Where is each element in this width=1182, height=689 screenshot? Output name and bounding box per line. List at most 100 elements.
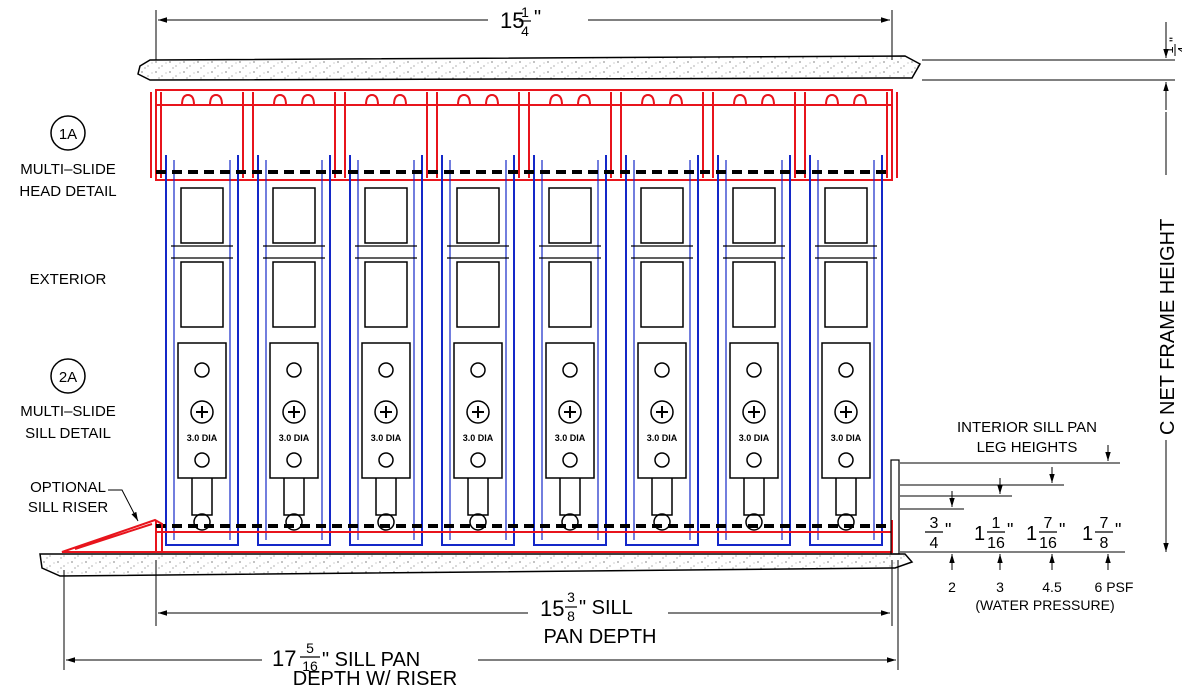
roller-leg [835,478,857,516]
plate-screw-center [742,400,766,424]
head-track-lip [365,93,407,106]
panel-frame [717,155,791,546]
head-gap-den: 4 [1175,46,1182,53]
roller-leg [283,478,305,516]
glass-pane-top [180,187,224,244]
sill-pan-leg [890,459,900,555]
overall-width-num: 1 [521,4,529,20]
panel-frame [257,155,331,546]
leg-height-num: 7 [1100,515,1109,532]
roller-wheel [745,513,763,531]
plate-dia-label: 3.0 DIA [831,433,862,443]
sill-detail-line1: MULTI–SLIDE [20,403,116,420]
overall-width-dimension: 15 1 4 " [155,4,893,60]
glass-pane-top [364,187,408,244]
leg-heights: INTERIOR SILL PAN LEG HEIGHTS (WATER PRE… [890,419,1134,613]
head-frame-mullion [610,92,622,178]
leg-height-num: 3 [930,515,939,532]
roller-leg [559,478,581,516]
interior-sill-pan-line1: INTERIOR SILL PAN [957,419,1097,436]
break-lines [355,245,417,259]
leg-height-den: 4 [930,535,939,552]
leg-height-inch: " [1007,520,1013,540]
optional-riser-line1: OPTIONAL [30,479,106,496]
roller-leg [191,478,213,516]
roller-leg [651,478,673,516]
head-gap-dimension: 1 4 " [922,22,1182,110]
floor-slab [39,553,914,577]
plate-screw-bottom [470,452,486,468]
head-frame-mullion [150,92,162,178]
panel-inner-frame [357,160,415,540]
break-lines [815,245,877,259]
plate-screw-center [374,400,398,424]
roller-leg [375,478,397,516]
overall-width-suffix: " [534,7,541,29]
head-frame [150,89,898,181]
glass-pane-top [548,187,592,244]
sliding-panel: 3.0 DIA [257,155,331,546]
glass-pane-bottom [272,261,316,328]
plate-screw-top [838,362,854,378]
head-frame-mullion [518,92,530,178]
glass-pane-bottom [824,261,868,328]
roller-wheel [377,513,395,531]
head-track-lip [825,93,867,106]
phillips-head [656,406,668,418]
leg-psf-label: 2 [948,579,956,595]
sliding-panel: 3.0 DIA [441,155,515,546]
plate-screw-bottom [838,452,854,468]
plate-screw-center [190,400,214,424]
sill-pan-depth-dimension: 15 3 8 " SILL PAN DEPTH [155,560,893,648]
plate-dia-label: 3.0 DIA [187,433,218,443]
plate-screw-center [282,400,306,424]
phillips-head [840,406,852,418]
leg-psf-label: 6 PSF [1095,579,1134,595]
glass-pane-bottom [456,261,500,328]
break-lines [539,245,601,259]
head-frame-outline [155,89,893,181]
glass-pane-bottom [180,261,224,328]
phillips-head [472,406,484,418]
plate-screw-bottom [378,452,394,468]
plate-dia-label: 3.0 DIA [739,433,770,443]
panel-frame [441,155,515,546]
callout-2a-circle [50,358,86,394]
sill-pan-depth-riser-dimension: 17 5 16 " SILL PAN DEPTH W/ RISER [63,560,899,689]
break-lines [631,245,693,259]
callout-2a: 2A [59,369,77,386]
plate-screw-top [194,362,210,378]
phillips-head [564,406,576,418]
leg-height-whole: 1 [974,523,985,545]
riser-leader [108,489,139,522]
sliding-panel: 3.0 DIA [349,155,423,546]
plate-dia-label: 3.0 DIA [279,433,310,443]
plate-screw-top [746,362,762,378]
head-frame-mullion [426,92,438,178]
riser-depth-suffix: " SILL PAN [322,649,420,671]
roller-leg [467,478,489,516]
panel-inner-frame [265,160,323,540]
break-lines [447,245,509,259]
phillips-head [748,406,760,418]
head-gap-num: 1 [1161,46,1176,53]
head-track-lip [549,93,591,106]
sill-depth-suffix: " SILL [579,597,633,619]
leg-height-num: 7 [1044,515,1053,532]
head-frame-mullion [242,92,254,178]
plate-screw-bottom [746,452,762,468]
sill-detail-line2: SILL DETAIL [25,425,111,442]
phillips-head [196,406,208,418]
roller-wheel [653,513,671,531]
head-frame-mullion [334,92,346,178]
phillips-head [288,406,300,418]
net-frame-height-label: C NET FRAME HEIGHT [1157,219,1179,435]
plate-screw-bottom [286,452,302,468]
glass-pane-bottom [640,261,684,328]
head-track-lip [641,93,683,106]
roller-wheel [193,513,211,531]
glass-pane-top [456,187,500,244]
overall-width-den: 4 [521,23,529,39]
panel-frame [349,155,423,546]
panel-inner-frame [725,160,783,540]
